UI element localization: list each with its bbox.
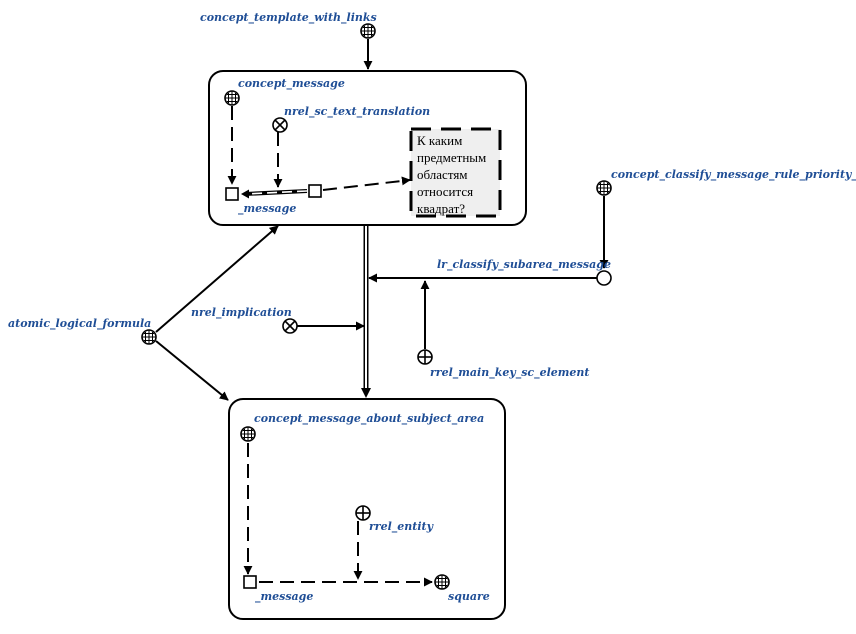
- message-variable-node-icon-top[interactable]: [225, 187, 239, 201]
- nrel-implication-relation-icon[interactable]: [282, 318, 298, 334]
- link-text-line-5: квадрат?: [417, 201, 465, 216]
- label-message-top: _message: [238, 202, 296, 216]
- arc-atomic-to-bottom-contour[interactable]: [155, 340, 229, 401]
- implication-pair-arc[interactable]: [361, 226, 371, 398]
- link-text-line-1: К каким: [417, 133, 462, 148]
- label-rrel-main-key-sc-element: rrel_main_key_sc_element: [430, 366, 590, 380]
- label-atomic-logical-formula: atomic_logical_formula: [8, 317, 151, 331]
- atomic-logical-formula-class-node-icon[interactable]: [141, 329, 157, 345]
- label-concept-template-with-links: concept_template_with_links: [200, 11, 377, 25]
- label-rrel-entity: rrel_entity: [369, 520, 435, 534]
- label-nrel-sc-text-translation: nrel_sc_text_translation: [284, 105, 430, 119]
- label-concept-classify-message-rule-priority-1: concept_classify_message_rule_priority_1: [611, 168, 856, 182]
- label-message-bottom: _message: [255, 590, 313, 604]
- rrel-main-key-sc-element-role-icon[interactable]: [417, 349, 433, 365]
- arc-atomic-to-top-contour[interactable]: [155, 225, 279, 333]
- rrel-entity-role-icon[interactable]: [355, 505, 371, 521]
- link-text-line-4: относится: [417, 184, 473, 199]
- pair-variable-node-icon[interactable]: [308, 184, 322, 198]
- concept-template-with-links-class-node-icon[interactable]: [360, 23, 376, 39]
- label-lr-classify-subarea-message: lr_classify_subarea_message: [437, 258, 611, 272]
- label-square: square: [448, 590, 490, 603]
- concept-message-about-subject-area-class-node-icon[interactable]: [240, 426, 256, 442]
- arc-pair-to-link[interactable]: [322, 176, 411, 191]
- nrel-sc-text-translation-relation-icon[interactable]: [272, 117, 288, 133]
- square-class-node-icon[interactable]: [434, 574, 450, 590]
- contour-top[interactable]: [208, 70, 527, 226]
- concept-classify-rule-class-node-icon[interactable]: [596, 180, 612, 196]
- arc-translation-pair[interactable]: [241, 189, 308, 199]
- label-nrel-implication: nrel_implication: [191, 306, 292, 320]
- label-concept-message-top: concept_message: [238, 77, 345, 91]
- concept-message-class-node-icon[interactable]: [224, 90, 240, 106]
- lr-classify-subarea-message-node-icon[interactable]: [596, 270, 612, 286]
- message-variable-node-icon-bottom[interactable]: [243, 575, 257, 589]
- link-text-line-2: предметным: [417, 150, 486, 165]
- contour-bottom[interactable]: [228, 398, 506, 620]
- link-node-text[interactable]: К каким предметным областям относится кв…: [409, 127, 502, 218]
- label-concept-message-about-subject-area: concept_message_about_subject_area: [254, 412, 484, 426]
- link-text-line-3: областям: [417, 167, 468, 182]
